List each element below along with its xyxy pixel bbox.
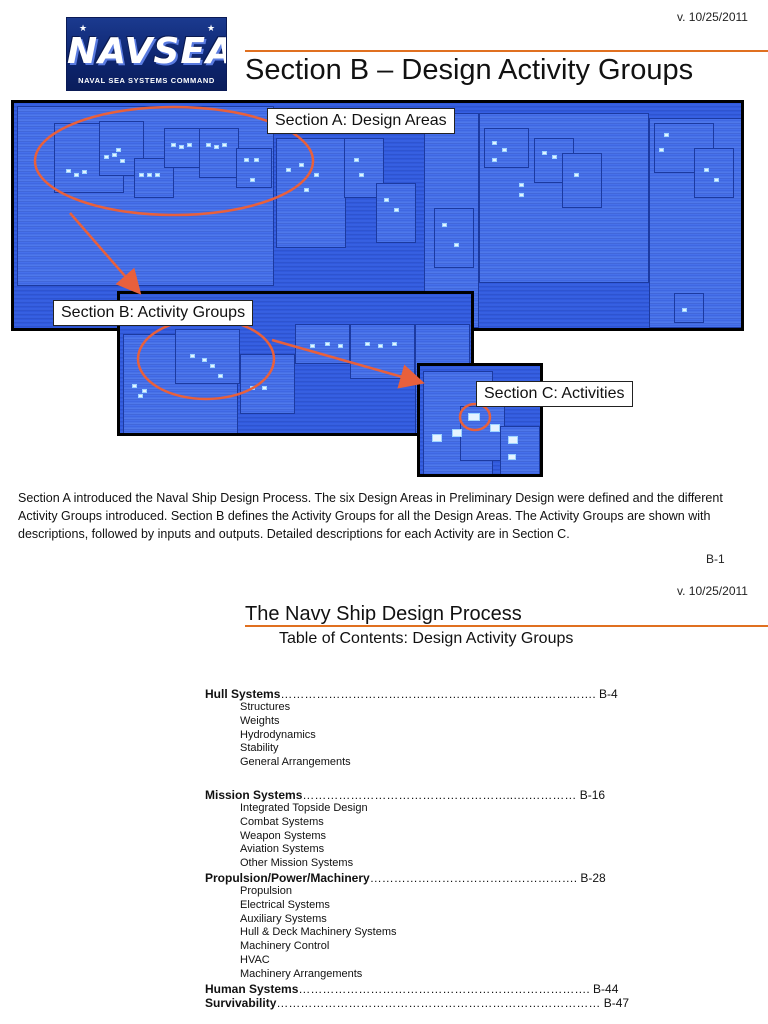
logo-subtitle: NAVAL SEA SYSTEMS COMMAND: [78, 76, 215, 85]
toc-section-hull[interactable]: Hull Systems……………………………………………………………………. …: [205, 687, 625, 770]
toc-heading: Propulsion/Power/Machinery: [205, 870, 370, 885]
toc-section-propulsion[interactable]: Propulsion/Power/Machinery………………………………………: [205, 871, 625, 982]
section-b-highlight-ellipse: [136, 317, 276, 401]
section-a-callout: Section A: Design Areas: [267, 108, 455, 134]
toc-item[interactable]: Machinery Control: [240, 940, 330, 953]
toc-page: B-16: [576, 787, 606, 802]
toc-leader: …………………………………………….: [369, 870, 578, 885]
toc-page-title: The Navy Ship Design Process: [245, 603, 522, 625]
toc-item[interactable]: Electrical Systems: [240, 898, 330, 911]
toc-page: B-28: [577, 870, 606, 885]
toc-leader: …………………………………………………………………….: [280, 687, 596, 701]
toc-heading: Mission Systems: [205, 787, 303, 802]
intro-paragraph: Section A introduced the Naval Ship Desi…: [18, 491, 723, 541]
toc-item[interactable]: Aviation Systems: [240, 843, 325, 856]
toc-item[interactable]: Hull & Deck Machinery Systems: [240, 926, 397, 939]
toc-leader: ……………………………………………..….…………: [302, 787, 577, 802]
navsea-logo: ★ ★ NAVSEA NAVAL SEA SYSTEMS COMMAND: [66, 17, 227, 91]
toc-leader: ……………………………………………………………….: [298, 981, 590, 996]
title-rule: [245, 50, 768, 52]
toc-section-mission[interactable]: Mission Systems……………………………………………..….……………: [205, 788, 625, 871]
toc-page: B-4: [595, 687, 618, 701]
toc-item[interactable]: Weapon Systems: [240, 829, 327, 842]
page-title: Section B – Design Activity Groups: [245, 54, 694, 86]
toc-heading: Hull Systems: [205, 687, 281, 701]
toc-page: B-47: [600, 995, 630, 1010]
section-c-callout: Section C: Activities: [476, 381, 633, 407]
toc-item[interactable]: Structures: [240, 701, 291, 713]
section-b-arrow: [271, 338, 425, 389]
design-areas-diagram: [11, 100, 744, 331]
version-date: v. 10/25/2011: [677, 10, 748, 24]
toc-item[interactable]: Stability: [240, 742, 279, 755]
toc-item[interactable]: Integrated Topside Design: [240, 801, 368, 814]
toc-section-survivability[interactable]: Survivability…………………………………………………………………………: [205, 995, 629, 1010]
toc-section-human[interactable]: Human Systems………………………………………………………………. B…: [205, 982, 625, 996]
toc-heading: Human Systems: [205, 981, 299, 996]
table-of-contents: Hull Systems……………………………………………………………………. …: [205, 687, 629, 1010]
activities-diagram: [417, 363, 543, 477]
toc-leader: ………………………………………………………………………: [276, 995, 601, 1010]
section-b-callout: Section B: Activity Groups: [53, 300, 254, 326]
toc-subtitle: Table of Contents: Design Activity Group…: [279, 630, 574, 647]
section-a-highlight-ellipse: [33, 105, 315, 217]
toc-item[interactable]: Weights: [240, 714, 280, 727]
page-number: B-1: [706, 552, 725, 566]
logo-word: NAVSEA: [67, 31, 227, 72]
toc-heading: Survivability: [205, 995, 277, 1010]
version-date-2: v. 10/25/2011: [677, 584, 748, 598]
toc-item[interactable]: HVAC: [240, 953, 270, 966]
section-a-arrow: [69, 212, 142, 295]
toc-item[interactable]: Combat Systems: [240, 815, 324, 828]
toc-page: B-44: [589, 981, 619, 996]
toc-item[interactable]: Auxiliary Systems: [240, 912, 327, 925]
toc-item[interactable]: Machinery Arrangements: [240, 967, 363, 980]
toc-item[interactable]: Propulsion: [240, 884, 292, 897]
section-c-highlight-ellipse: [458, 402, 492, 432]
toc-item[interactable]: General Arrangements: [240, 756, 351, 769]
toc-item[interactable]: Hydrodynamics: [240, 728, 316, 741]
toc-title-rule: [245, 625, 768, 627]
toc-item[interactable]: Other Mission Systems: [240, 857, 354, 870]
